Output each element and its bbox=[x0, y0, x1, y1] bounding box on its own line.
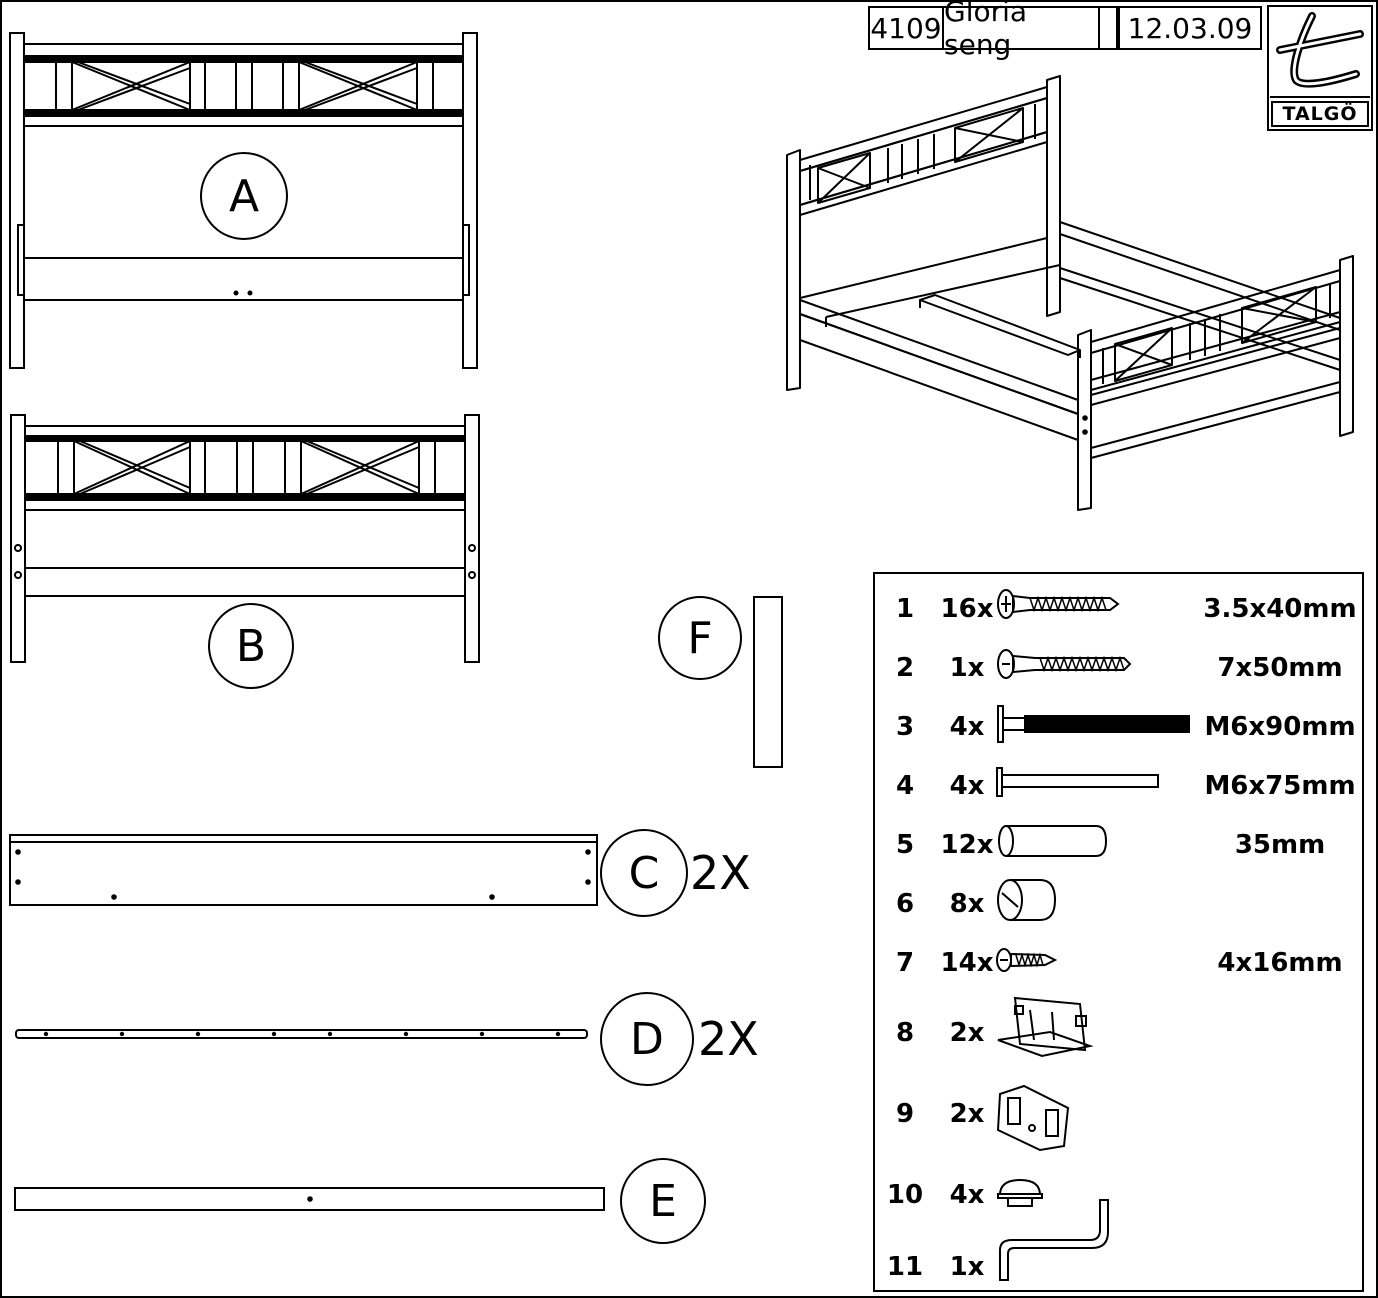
hardware-number: 4 bbox=[895, 771, 915, 801]
product-name: Gloria seng bbox=[942, 0, 1100, 61]
headboard-a-drawing bbox=[9, 32, 478, 369]
part-label-f: F bbox=[658, 596, 742, 680]
hardware-size: 3.5x40mm bbox=[1203, 594, 1357, 624]
part-label-c: C bbox=[600, 829, 688, 917]
document-date: 12.03.09 bbox=[1118, 6, 1262, 50]
hardware-number: 9 bbox=[895, 1099, 915, 1129]
brand-label: TALGÖ bbox=[1282, 103, 1358, 125]
threaded-bolt-icon bbox=[997, 705, 1190, 743]
hardware-quantity: 4x bbox=[949, 712, 985, 742]
hardware-quantity: 2x bbox=[949, 1099, 985, 1129]
hardware-quantity: 1x bbox=[949, 1252, 985, 1282]
hardware-number: 6 bbox=[895, 889, 915, 919]
hardware-size: 35mm bbox=[1234, 830, 1326, 860]
hardware-number: 2 bbox=[895, 653, 915, 683]
short-screw-icon bbox=[996, 948, 1058, 972]
lag-screw-icon bbox=[997, 649, 1132, 679]
header-spacer bbox=[1098, 6, 1118, 50]
hardware-icons bbox=[996, 589, 1190, 1281]
allen-key-icon bbox=[999, 1199, 1109, 1281]
center-beam-e-drawing bbox=[14, 1187, 605, 1211]
product-code: 4109 bbox=[868, 6, 944, 50]
hardware-quantity: 8x bbox=[949, 889, 985, 919]
hardware-size: 7x50mm bbox=[1217, 653, 1343, 683]
hardware-list: 1 16x 3.5x40mm 2 1x 7x50mm 3 4x M6x90mm … bbox=[873, 572, 1364, 1292]
hardware-number: 7 bbox=[895, 948, 915, 978]
hardware-row: 5 12x 35mm bbox=[875, 824, 1364, 864]
hardware-row: 1 16x 3.5x40mm bbox=[875, 588, 1364, 628]
part-d-quantity: 2X bbox=[698, 1012, 759, 1066]
support-rail-d-drawing bbox=[15, 1029, 588, 1039]
plate-icon bbox=[996, 1084, 1070, 1152]
hardware-number: 5 bbox=[895, 830, 915, 860]
bolt-icon bbox=[996, 767, 1159, 797]
side-rail-c-drawing bbox=[9, 834, 598, 906]
hardware-row: 7 14x 4x16mm bbox=[875, 942, 1364, 982]
hardware-row: 8 2x bbox=[875, 1012, 1364, 1052]
hardware-size: M6x75mm bbox=[1204, 771, 1356, 801]
hardware-row: 10 4x bbox=[875, 1174, 1364, 1214]
barrel-nut-icon bbox=[997, 879, 1057, 921]
wood-screw-icon bbox=[997, 589, 1120, 619]
cap-icon bbox=[997, 1178, 1043, 1207]
hardware-row: 6 8x bbox=[875, 883, 1364, 923]
hardware-number: 11 bbox=[886, 1252, 924, 1282]
hardware-number: 3 bbox=[895, 712, 915, 742]
leg-f-drawing bbox=[753, 596, 783, 768]
hardware-row: 3 4x M6x90mm bbox=[875, 706, 1364, 746]
hardware-size: 4x16mm bbox=[1217, 948, 1343, 978]
hardware-row: 2 1x 7x50mm bbox=[875, 647, 1364, 687]
part-label-e: E bbox=[620, 1158, 706, 1244]
hardware-size: M6x90mm bbox=[1204, 712, 1356, 742]
part-label-b: B bbox=[208, 603, 294, 689]
talgo-logo bbox=[1267, 5, 1373, 131]
hardware-quantity: 4x bbox=[949, 771, 985, 801]
hardware-quantity: 14x bbox=[940, 948, 994, 978]
hardware-row: 4 4x M6x75mm bbox=[875, 765, 1364, 805]
hardware-row: 9 2x bbox=[875, 1093, 1364, 1133]
hardware-quantity: 16x bbox=[940, 594, 994, 624]
part-c-quantity: 2X bbox=[690, 846, 751, 900]
footboard-b-drawing bbox=[10, 414, 480, 663]
hardware-row: 11 1x bbox=[875, 1246, 1364, 1286]
hardware-quantity: 12x bbox=[940, 830, 994, 860]
assembled-bed-drawing bbox=[786, 75, 1354, 511]
bracket-icon bbox=[997, 996, 1094, 1058]
hardware-quantity: 2x bbox=[949, 1018, 985, 1048]
part-label-d: D bbox=[600, 992, 694, 1086]
dowel-icon bbox=[998, 825, 1108, 857]
hardware-quantity: 1x bbox=[949, 653, 985, 683]
hardware-number: 10 bbox=[886, 1180, 924, 1210]
part-label-a: A bbox=[200, 152, 288, 240]
hardware-quantity: 4x bbox=[949, 1180, 985, 1210]
hardware-number: 8 bbox=[895, 1018, 915, 1048]
hardware-number: 1 bbox=[895, 594, 915, 624]
